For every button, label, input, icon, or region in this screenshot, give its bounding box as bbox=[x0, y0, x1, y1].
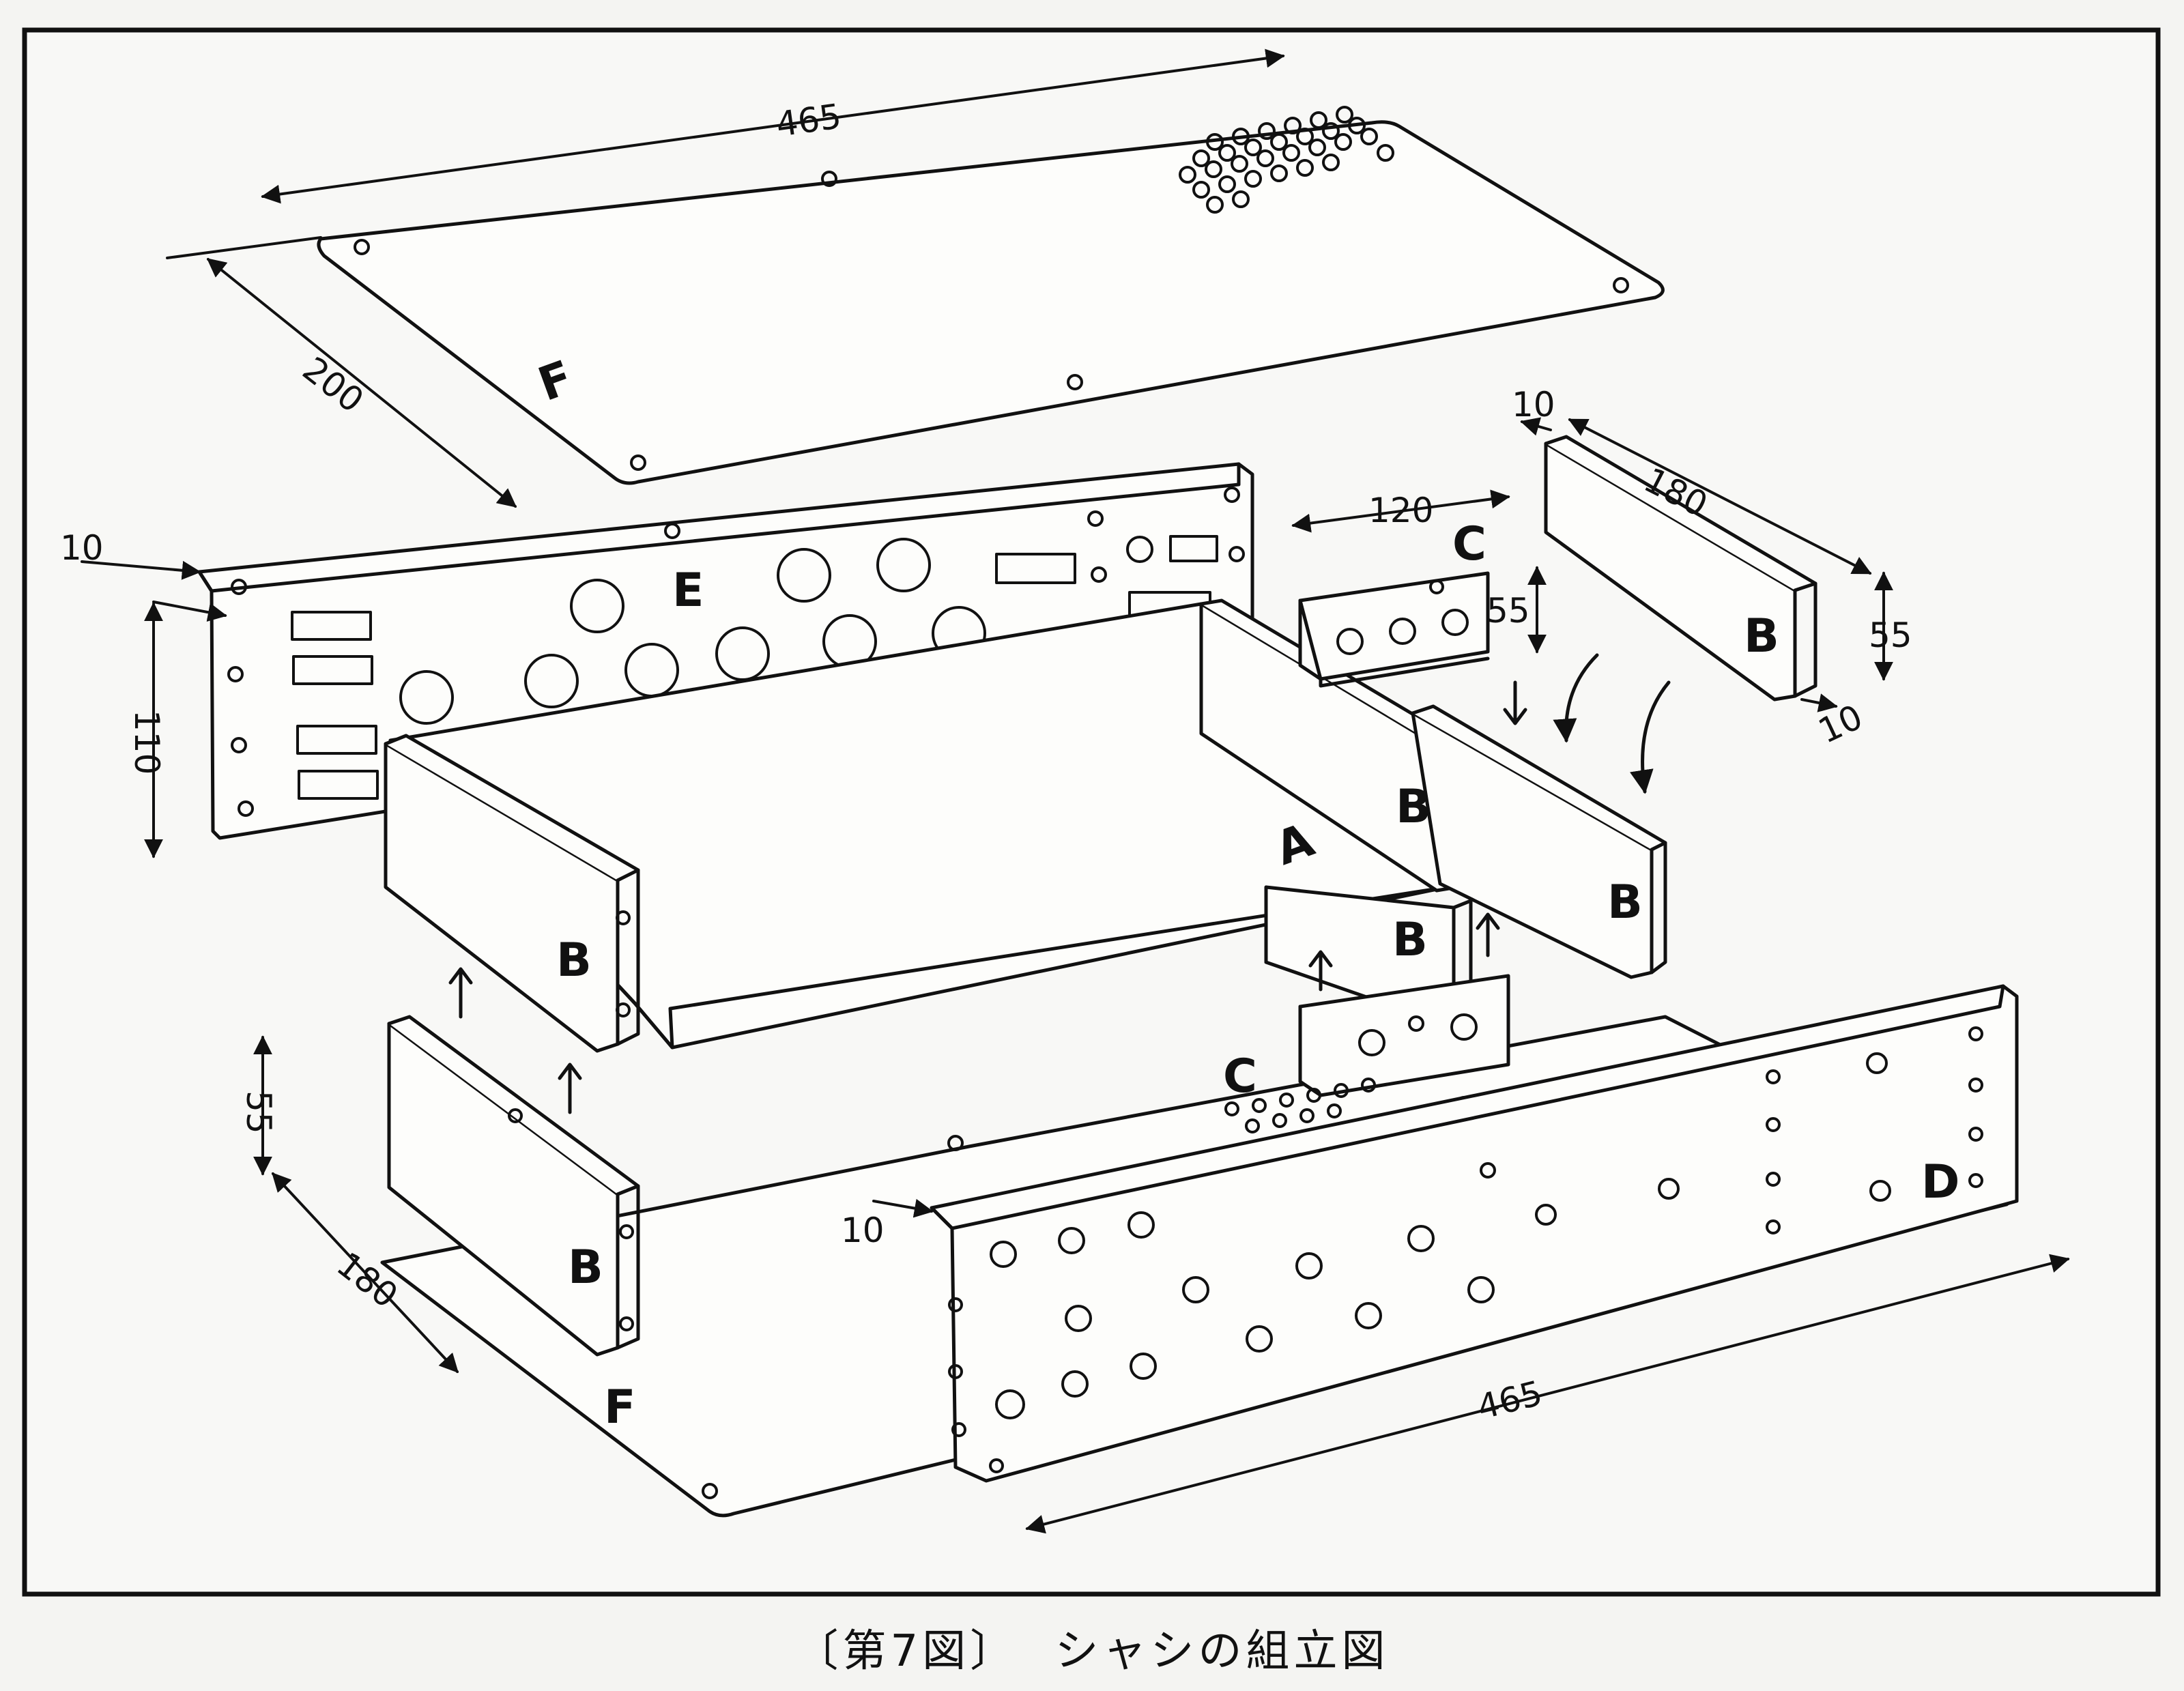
label-bracket-lower: C bbox=[1223, 1050, 1257, 1103]
dim-side-flange-top: 10 bbox=[1512, 385, 1555, 424]
dim-bracket-height: 55 bbox=[1486, 591, 1530, 631]
label-side-panel-right: B bbox=[1744, 609, 1779, 663]
dim-front-flange: 10 bbox=[60, 528, 104, 568]
side-panel-left bbox=[384, 734, 640, 1053]
label-bottom-plate: F bbox=[604, 1381, 635, 1434]
figure-caption: 〔第7図〕 シャシの組立図 bbox=[0, 1616, 2184, 1679]
dim-front-height: 110 bbox=[127, 710, 167, 775]
dim-side-height: 55 bbox=[1869, 616, 1912, 655]
label-inner-panel-3: B bbox=[1607, 876, 1643, 929]
label-bracket-upper: C bbox=[1452, 517, 1486, 571]
dim-top-length: 465 bbox=[774, 96, 844, 145]
label-rear-panel: D bbox=[1921, 1155, 1959, 1209]
dim-bracket-width: 120 bbox=[1368, 491, 1433, 530]
dim-lower-side-height: 55 bbox=[239, 1090, 278, 1134]
figure-title: シャシの組立図 bbox=[1054, 1626, 1390, 1677]
bracket-upper bbox=[1298, 571, 1490, 688]
part-labels: F E A B B B B B B C C F D bbox=[532, 351, 1960, 1434]
dimension-lines bbox=[81, 48, 2070, 1534]
figure-number: 〔第7図〕 bbox=[794, 1626, 1018, 1677]
label-side-panel-lower: B bbox=[568, 1241, 603, 1295]
label-front-panel: E bbox=[672, 564, 704, 618]
side-panel-lower bbox=[387, 1015, 640, 1357]
assembly-arrows bbox=[448, 653, 1671, 1114]
inner-panel-rear bbox=[1411, 704, 1667, 979]
label-side-panel-left: B bbox=[556, 934, 592, 987]
label-inner-panel-1: B bbox=[1396, 780, 1431, 834]
label-inner-panel-2: B bbox=[1392, 913, 1428, 967]
bracket-lower bbox=[1224, 974, 1510, 1133]
dim-rear-flange: 10 bbox=[841, 1211, 885, 1250]
